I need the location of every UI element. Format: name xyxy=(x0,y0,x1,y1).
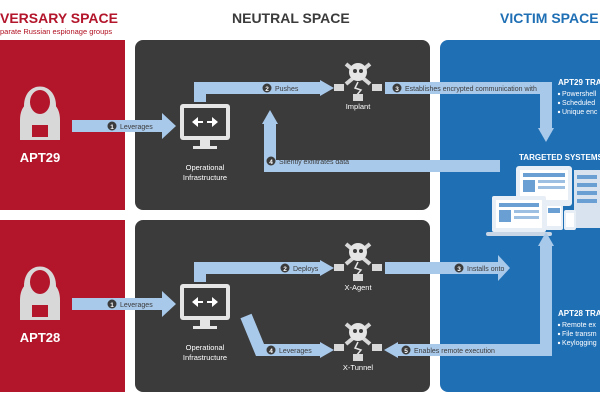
adversary-header: VERSARY SPACE xyxy=(0,10,118,26)
targeted-systems-label: TARGETED SYSTEMS xyxy=(519,153,600,162)
infra-label-line1-apt28: Operational xyxy=(186,343,225,352)
installs-label: Installs onto xyxy=(467,266,504,273)
arrow-exfiltrates: 4 Silently exfiltrates data xyxy=(262,110,500,172)
step-number: 2 xyxy=(283,266,287,273)
arrow-pushes: 2 Pushes xyxy=(194,80,334,102)
infra-label-line1-apt29: Operational xyxy=(186,163,225,172)
step-number: 5 xyxy=(404,348,408,355)
arrow-establishes: 3 Establishes encrypted communication wi… xyxy=(385,82,554,142)
arrow-leverages-apt29: 1 Leverages xyxy=(72,113,176,139)
adversary-subheader: parate Russian espionage groups xyxy=(0,27,113,36)
monitor-icon xyxy=(180,104,230,149)
skull-crossbones-icon xyxy=(334,62,382,101)
hacker-icon xyxy=(20,86,60,140)
infra-label-line2-apt29: Infrastructure xyxy=(183,173,227,182)
hacker-icon xyxy=(20,266,60,320)
leverages-label-apt28: Leverages xyxy=(120,302,153,309)
step-number: 3 xyxy=(395,86,399,93)
step-number: 2 xyxy=(265,86,269,93)
leverages-xtunnel-label: Leverages xyxy=(279,348,312,355)
neutral-header: NEUTRAL SPACE xyxy=(232,10,350,26)
exfiltrates-label: Silently exfiltrates data xyxy=(279,159,349,166)
arrow-deploys: 2 Deploys xyxy=(194,260,334,282)
devices-icon xyxy=(486,166,600,236)
infra-label-line2-apt28: Infrastructure xyxy=(183,353,227,362)
apt29-tradecraft-item: Unique enc xyxy=(562,109,598,116)
implant-label: Implant xyxy=(346,102,372,111)
step-number: 4 xyxy=(269,159,273,166)
arrow-enables-remote: 5 Enables remote execution xyxy=(384,232,554,358)
apt28-tradecraft-item: Keylogging xyxy=(562,340,597,347)
deploys-label: Deploys xyxy=(293,266,319,273)
step-number: 1 xyxy=(110,124,114,131)
arrow-installs: 3 Installs onto xyxy=(385,255,510,281)
establishes-label: Establishes encrypted communication with xyxy=(405,86,537,93)
arrow-leverages-xtunnel: 4 Leverages xyxy=(240,313,334,358)
step-number: 1 xyxy=(110,302,114,309)
pushes-label: Pushes xyxy=(275,86,299,93)
actor-label-apt28: APT28 xyxy=(20,330,60,345)
skull-crossbones-icon xyxy=(334,322,382,361)
step-number: 4 xyxy=(269,348,273,355)
step-number: 3 xyxy=(457,266,461,273)
leverages-label-apt29: Leverages xyxy=(120,124,153,131)
victim-header: VICTIM SPACE xyxy=(500,10,599,26)
apt28-tradecraft-item: File transm xyxy=(562,331,597,338)
apt29-tradecraft-item: Powershell xyxy=(562,91,597,98)
apt28-tradecraft-item: Remote ex xyxy=(562,322,596,329)
enables-remote-label: Enables remote execution xyxy=(414,348,495,355)
apt28-tradecraft-title: APT28 TRA xyxy=(558,309,600,318)
xagent-label: X-Agent xyxy=(344,283,372,292)
apt29-tradecraft-item: Scheduled xyxy=(562,100,595,107)
arrow-leverages-apt28: 1 Leverages xyxy=(72,291,176,317)
apt29-tradecraft-title: APT29 TRA xyxy=(558,78,600,87)
skull-crossbones-icon xyxy=(334,242,382,281)
monitor-icon xyxy=(180,284,230,329)
xtunnel-label: X-Tunnel xyxy=(343,363,373,372)
actor-label-apt29: APT29 xyxy=(20,150,60,165)
